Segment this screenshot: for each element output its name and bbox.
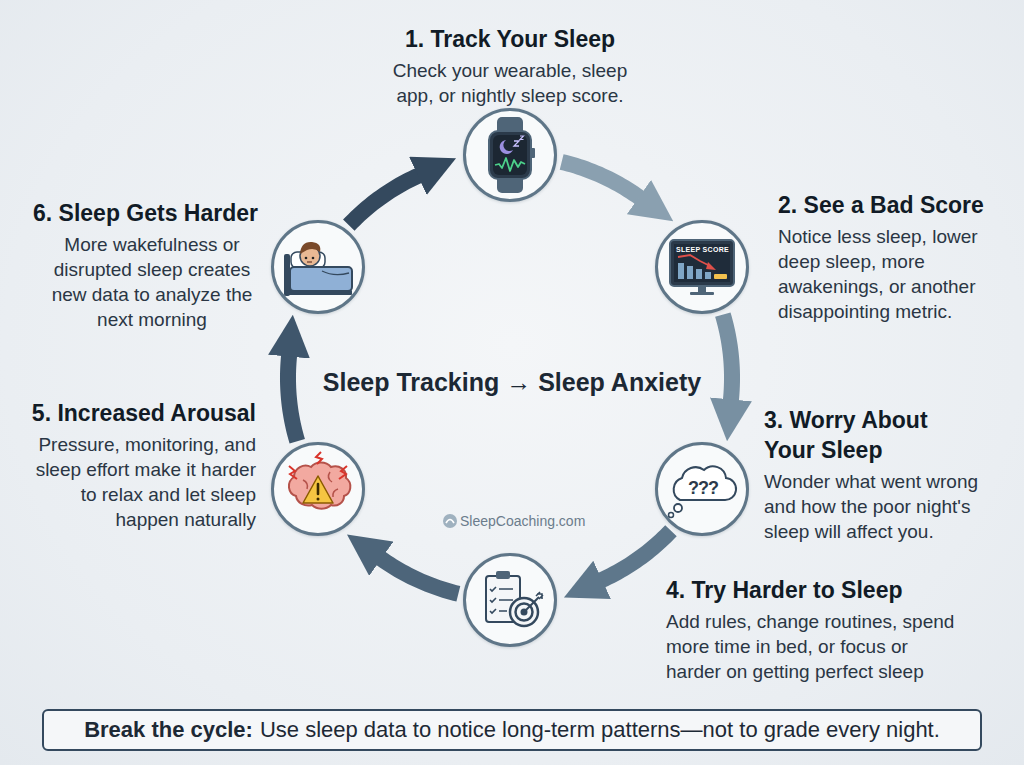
connector-group xyxy=(288,162,732,594)
score-screen-icon xyxy=(670,240,734,295)
step-description: Pressure, monitoring, and sleep effort m… xyxy=(26,432,256,532)
step-circle: 1. Track Your SleepCheck your wearable, … xyxy=(463,108,557,202)
watch-crown xyxy=(531,148,535,158)
step-heading: 1. Track Your Sleep xyxy=(330,24,690,54)
step-description: Wonder what went wrong and how the poor … xyxy=(764,469,996,544)
clipboard-clip xyxy=(496,571,510,579)
logo-circle xyxy=(443,514,457,528)
step-description: Check your wearable, sleep app, or night… xyxy=(384,58,636,108)
logo-mark xyxy=(446,520,454,524)
target-dart xyxy=(524,597,539,612)
brain-shape xyxy=(289,463,350,509)
thought-bubble xyxy=(674,466,736,500)
watch-band xyxy=(497,117,523,193)
bed-frame xyxy=(286,290,352,295)
chart-bar xyxy=(687,266,693,279)
blanket xyxy=(290,267,352,291)
step-circle: 3. Worry About Your SleepWonder what wen… xyxy=(655,442,749,536)
monitor-stand xyxy=(698,286,706,292)
thought-icon xyxy=(669,466,737,517)
cycle-arrow xyxy=(723,315,732,401)
sleep-symbol xyxy=(520,136,524,140)
stress-bolt xyxy=(289,466,297,479)
cycle-arrow xyxy=(349,175,419,225)
moon-symbol xyxy=(500,140,513,154)
sleeper-hair xyxy=(300,242,320,254)
step-description: More wakefulness or disrupted sleep crea… xyxy=(46,232,258,332)
step-text: 4. Try Harder to SleepAdd rules, change … xyxy=(666,575,1006,684)
trend-arrow xyxy=(706,262,716,270)
thought-dot xyxy=(669,513,674,518)
step-heading: 6. Sleep Gets Harder xyxy=(20,198,258,228)
watermark: SleepCoaching.com xyxy=(460,512,585,530)
step-description: Notice less sleep, lower deep sleep, mor… xyxy=(778,224,990,324)
cycle-arrow xyxy=(288,356,297,442)
callout-heading: Break the cycle: xyxy=(84,717,253,743)
step-heading: 2. See a Bad Score xyxy=(778,190,1008,220)
diagram-title: Sleep Tracking → Sleep Anxiety xyxy=(262,366,762,398)
target-center xyxy=(521,609,528,616)
brain-icon xyxy=(289,452,350,509)
stress-bolt xyxy=(339,466,347,479)
step-circle: 4. Try Harder to SleepAdd rules, change … xyxy=(463,553,557,647)
check-marks xyxy=(490,587,496,613)
step-text: 1. Track Your SleepCheck your wearable, … xyxy=(330,24,690,108)
step-text: 3. Worry About Your SleepWonder what wen… xyxy=(764,405,996,544)
step-text: 2. See a Bad ScoreNotice less sleep, low… xyxy=(778,190,1008,324)
stress-bolt xyxy=(316,452,322,464)
blanket-fold xyxy=(322,271,349,275)
cycle-arrow xyxy=(562,162,640,198)
clipboard xyxy=(486,576,520,622)
dart-feather xyxy=(536,592,543,599)
watch-icon xyxy=(489,117,535,193)
pulse-line xyxy=(495,158,525,171)
warning-dot xyxy=(317,498,320,501)
step-text: 6. Sleep Gets HarderMore wakefulness or … xyxy=(20,198,258,332)
chart-bar xyxy=(705,272,711,279)
monitor-frame xyxy=(670,240,734,286)
list-lines xyxy=(499,589,513,611)
clipboard-icon xyxy=(486,571,543,626)
sleep-symbol xyxy=(514,141,519,146)
thought-dot xyxy=(674,504,682,512)
step-circle: 2. See a Bad ScoreNotice less sleep, low… xyxy=(655,220,749,314)
chart-bar xyxy=(678,263,684,279)
brain-folds xyxy=(303,472,338,497)
watch-screen xyxy=(493,135,527,175)
bed-icon xyxy=(284,242,352,296)
sleeper-eye xyxy=(312,257,315,260)
callout-text: Use sleep data to notice long-term patte… xyxy=(260,717,940,743)
sleeper-mouth xyxy=(307,261,312,262)
sleeper-head xyxy=(300,246,320,266)
step-text: 5. Increased ArousalPressure, monitoring… xyxy=(24,398,256,532)
trend-line xyxy=(678,255,710,266)
sleeper-eye xyxy=(305,257,308,260)
pillow xyxy=(291,252,325,268)
warning-mark xyxy=(317,484,320,494)
headboard xyxy=(284,254,290,296)
chart-bar xyxy=(696,269,702,279)
callout-box: Break the cycle: Use sleep data to notice… xyxy=(42,709,982,751)
target-ring xyxy=(510,598,538,626)
step-heading: 5. Increased Arousal xyxy=(24,398,256,428)
step-heading: 4. Try Harder to Sleep xyxy=(666,575,1006,605)
monitor-base xyxy=(690,292,714,295)
cycle-arrow xyxy=(601,531,671,580)
step-heading: 3. Worry About Your Sleep xyxy=(764,405,964,465)
warning-triangle xyxy=(303,476,333,503)
step-circle: 6. Sleep Gets HarderMore wakefulness or … xyxy=(271,220,365,314)
step-circle: 5. Increased ArousalPressure, monitoring… xyxy=(271,442,365,536)
target-ring xyxy=(516,604,533,621)
watermark-logo xyxy=(443,514,457,528)
step-description: Add rules, change routines, spend more t… xyxy=(666,609,958,684)
score-badge xyxy=(714,274,727,279)
cycle-arrow xyxy=(381,558,459,593)
watch-case xyxy=(489,131,531,179)
monitor-screen xyxy=(674,244,730,282)
